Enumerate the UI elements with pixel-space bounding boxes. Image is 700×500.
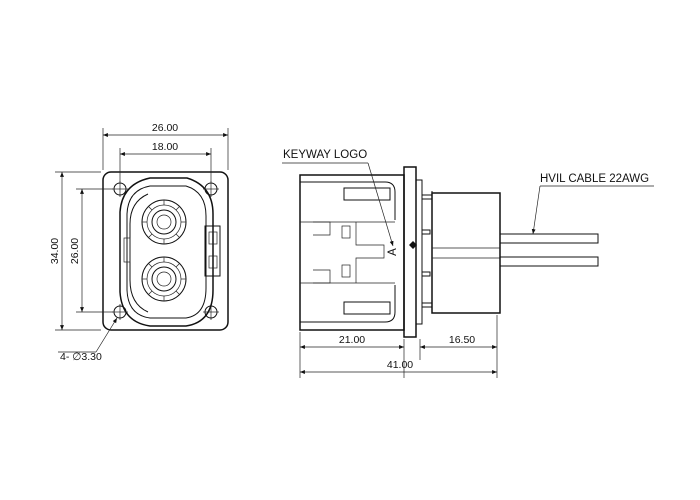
dim-side-total: 41.00 bbox=[300, 359, 497, 374]
front-view: 26.00 18.00 34.00 26.00 4- ∅3.30 bbox=[49, 122, 229, 363]
hole-callout-label: 4- ∅3.30 bbox=[60, 351, 102, 363]
dim-width-outer-label: 26.00 bbox=[152, 122, 178, 134]
dim-side-right-label: 16.50 bbox=[449, 334, 475, 346]
dim-side-left: 21.00 bbox=[299, 332, 405, 378]
keyway-logo-label: KEYWAY LOGO bbox=[283, 149, 367, 161]
keyway-leader: KEYWAY LOGO bbox=[282, 149, 394, 247]
front-key-blocks bbox=[123, 225, 221, 277]
cable-leader: HVIL CABLE 22AWG bbox=[531, 173, 654, 235]
side-keyway-notches bbox=[300, 221, 395, 284]
dim-side-total-label: 41.00 bbox=[387, 359, 413, 371]
dim-height-inner-label: 26.00 bbox=[69, 238, 81, 264]
hole-callout: 4- ∅3.30 bbox=[58, 317, 118, 363]
side-view: A KEYWAY LOGO HVIL CABLE 22AWG 21.00 16.… bbox=[282, 149, 654, 378]
cable-label: HVIL CABLE 22AWG bbox=[540, 173, 649, 185]
dim-side-left-label: 21.00 bbox=[339, 334, 365, 346]
side-flange bbox=[403, 166, 417, 338]
dim-height-inner: 26.00 bbox=[69, 188, 113, 313]
dim-width-outer: 26.00 bbox=[102, 122, 229, 170]
keyway-letter: A bbox=[387, 248, 399, 256]
dim-width-inner: 18.00 bbox=[119, 141, 212, 182]
side-studs bbox=[421, 191, 433, 311]
hvil-cables bbox=[499, 233, 599, 267]
dim-side-right: 16.50 bbox=[419, 315, 498, 378]
front-flange bbox=[102, 171, 229, 331]
side-slot-bottom bbox=[343, 301, 391, 315]
side-rear-housing bbox=[431, 192, 501, 314]
dim-height-outer: 34.00 bbox=[49, 171, 101, 331]
side-slot-top bbox=[343, 187, 391, 201]
front-terminal-bottom bbox=[141, 256, 187, 302]
dim-height-outer-label: 34.00 bbox=[49, 238, 61, 264]
dim-width-inner-label: 18.00 bbox=[152, 141, 178, 153]
front-housing bbox=[119, 177, 214, 327]
front-terminal-top bbox=[141, 199, 187, 245]
keyway-logo-mark bbox=[409, 241, 417, 249]
